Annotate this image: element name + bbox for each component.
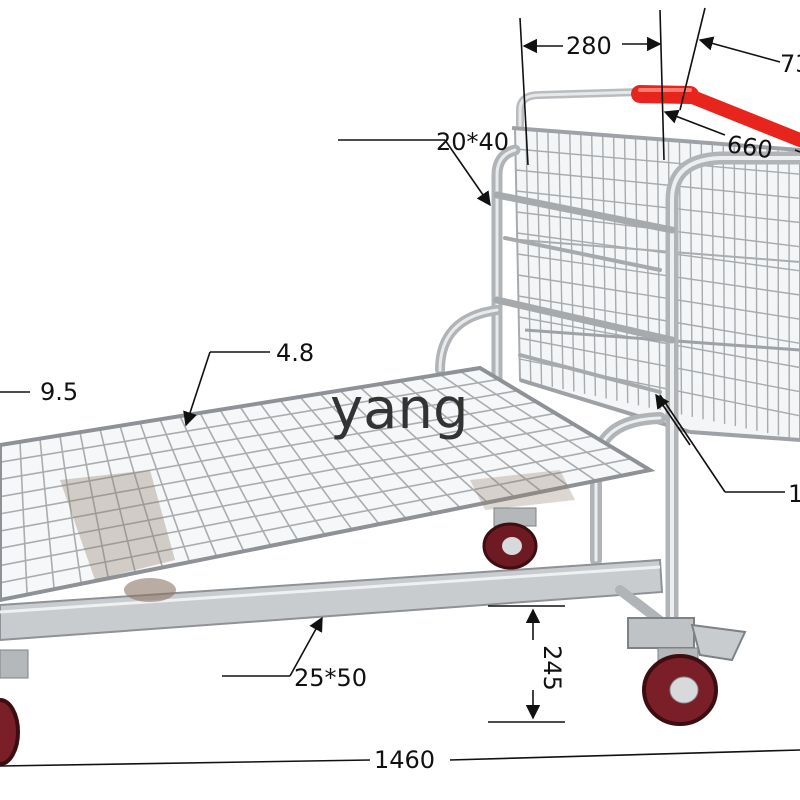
- mesh-wire: [519, 337, 800, 393]
- mesh-wire: [419, 376, 570, 487]
- dim-overall-length: 1460: [374, 746, 435, 774]
- dim-right-partial: 1: [788, 480, 800, 508]
- mesh-wire: [239, 406, 326, 536]
- mesh-wire: [0, 435, 594, 550]
- dimension-labels: 280 73 660 20*40 4.8 9.5 1 25*50 245 146…: [40, 32, 800, 774]
- mesh-wire: [219, 409, 299, 541]
- mesh-wire: [59, 435, 83, 584]
- deck: [0, 365, 656, 603]
- mesh-wire: [516, 190, 800, 224]
- mesh-wire: [119, 425, 164, 568]
- basket-mesh: [515, 128, 800, 438]
- dim-mesh-wire: 4.8: [276, 339, 314, 367]
- mesh-wire: [0, 412, 556, 515]
- mesh-wire: [279, 399, 380, 525]
- mesh-wire: [518, 316, 800, 369]
- mesh-wire: [0, 378, 500, 464]
- mesh-wire: [359, 386, 489, 504]
- mesh-wire: [516, 232, 800, 272]
- mesh-wire: [515, 169, 800, 200]
- dim-edge-wire: 9.5: [40, 378, 78, 406]
- mesh-wire: [39, 438, 55, 590]
- mesh-wire: [99, 428, 137, 574]
- basket: [511, 88, 800, 442]
- mesh-wire: [159, 419, 218, 557]
- dim-handle-depth: 280: [566, 32, 612, 60]
- mesh-wire: [319, 393, 434, 514]
- wheel-front: [627, 617, 747, 726]
- mesh-wire: [19, 441, 28, 595]
- wheel-rear-left: [0, 649, 29, 766]
- dim-handle-width: 660: [725, 130, 774, 164]
- wheel-rear-middle: [482, 507, 538, 570]
- mesh-wire: [0, 401, 537, 498]
- deck-mesh: [0, 370, 632, 595]
- mesh-wire: [517, 274, 800, 320]
- mesh-wire: [0, 423, 575, 532]
- mesh-wire: [79, 432, 110, 579]
- handle: [631, 85, 800, 147]
- wheel-under-deck: [124, 578, 176, 602]
- mesh-wire: [379, 383, 516, 498]
- dim-deck-height: 245: [538, 645, 566, 691]
- mesh-wire: [0, 457, 632, 584]
- mesh-wire: [515, 148, 800, 175]
- mesh-wire: [139, 422, 191, 563]
- dimension-annotations: [0, 7, 800, 767]
- upright-frame: [435, 144, 800, 637]
- wheels: [0, 507, 747, 766]
- mesh-wire: [259, 402, 353, 531]
- mesh-wire: [439, 373, 597, 482]
- dim-tube-frame: 20*40: [436, 128, 509, 156]
- mesh-wire: [0, 446, 613, 567]
- mesh-wire: [399, 380, 543, 493]
- mesh-wire: [517, 253, 800, 296]
- watermark-text: yang: [330, 377, 469, 442]
- mesh-wire: [339, 389, 461, 509]
- mesh-wire: [459, 370, 624, 477]
- mesh-wire: [299, 396, 407, 520]
- mesh-wire: [199, 412, 272, 547]
- mesh-wire: [179, 415, 245, 552]
- mesh-wire: [518, 295, 800, 345]
- dim-top-right: 73: [780, 50, 800, 78]
- mesh-wire: [0, 389, 518, 481]
- dim-base-tube: 25*50: [294, 664, 367, 692]
